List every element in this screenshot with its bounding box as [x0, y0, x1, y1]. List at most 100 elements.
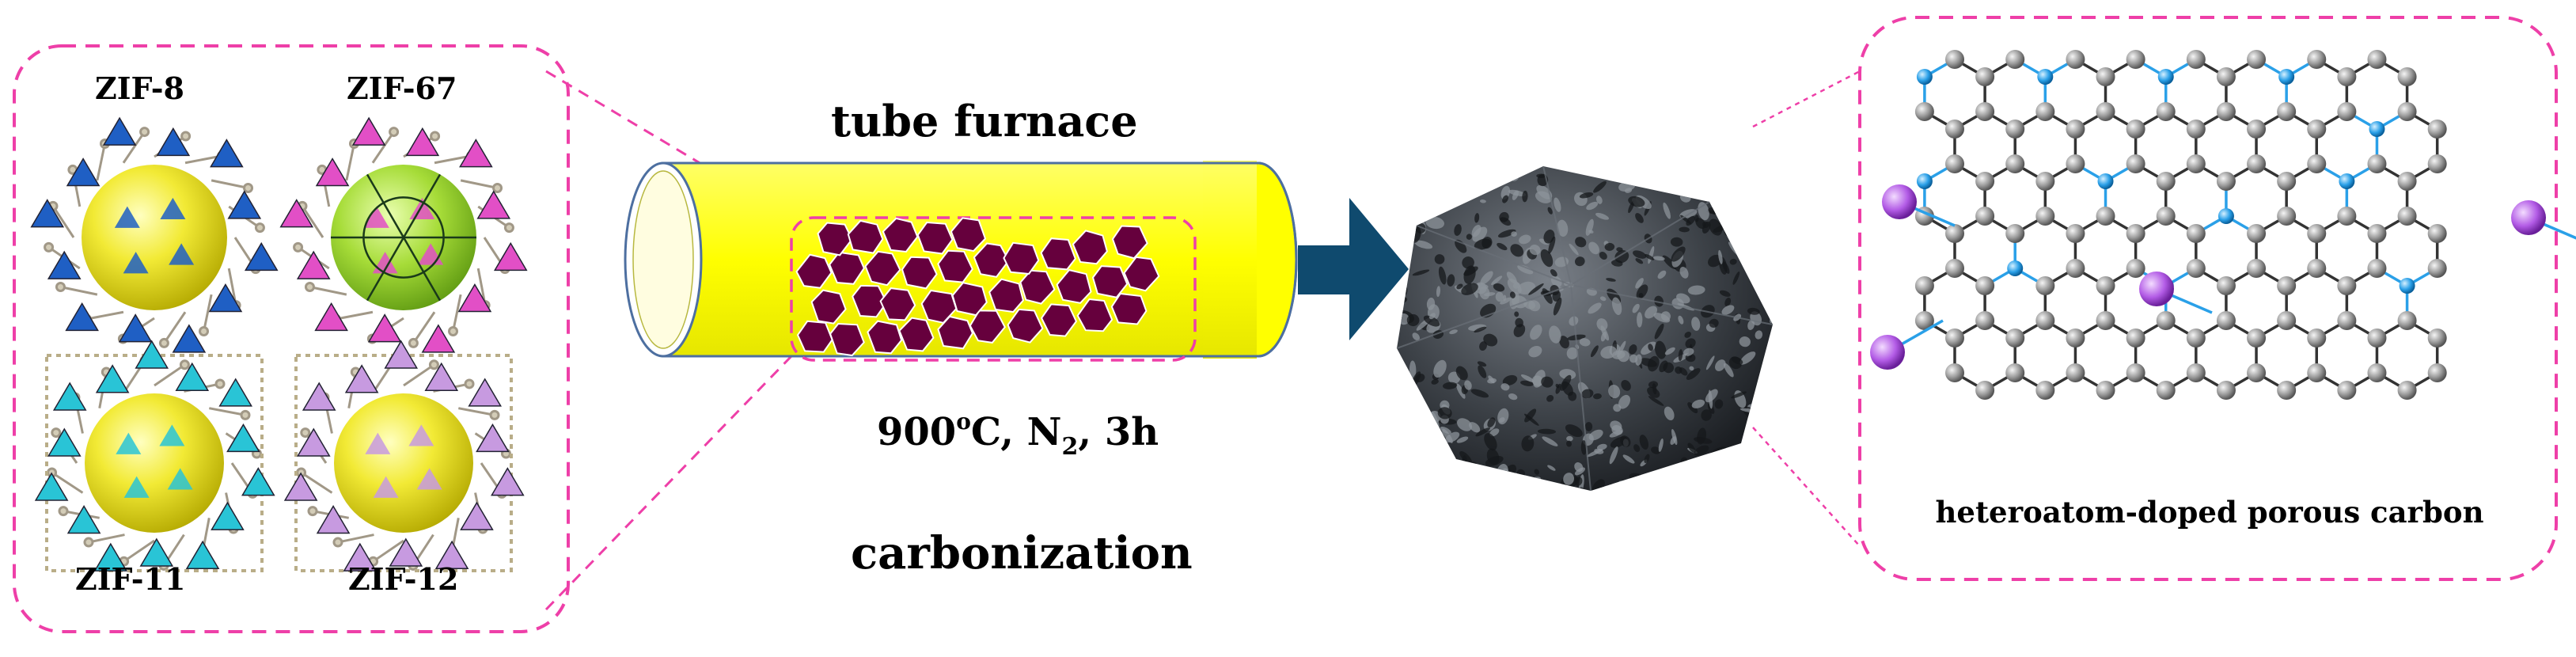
- carbon-atom: [2216, 172, 2236, 191]
- zif-11-label: ZIF-11: [75, 561, 185, 597]
- carbon-atom: [2367, 259, 2387, 278]
- mof-particle: [916, 221, 954, 255]
- carbon-atom: [2035, 102, 2055, 121]
- carbon-atom: [2277, 207, 2297, 226]
- tetrahedron-node: [384, 340, 419, 369]
- carbon-atom: [1975, 102, 1995, 121]
- zif-11-structure: [34, 340, 275, 572]
- tetrahedron-node: [66, 505, 101, 534]
- carbon-atom: [2367, 50, 2387, 69]
- process-arrow: [1298, 198, 1409, 340]
- carbon-atom: [1945, 154, 1964, 173]
- carbon-atom: [2367, 363, 2387, 382]
- carbon-atom: [2337, 311, 2357, 330]
- tetrahedron-node: [459, 139, 493, 168]
- tetrahedron-node: [30, 199, 65, 228]
- mof-particle: [795, 253, 833, 289]
- dopant-atom: [2511, 200, 2546, 235]
- carbon-atom: [1945, 259, 1964, 278]
- carbon-atom: [2096, 276, 2115, 295]
- furnace-conditions: 900oC, N2, 3h: [877, 408, 1159, 461]
- tetrahedron-node: [468, 378, 503, 407]
- mof-particle: [882, 217, 919, 253]
- tetrahedron-node: [493, 241, 528, 272]
- mof-particle: [937, 249, 973, 283]
- mof-particle: [1019, 269, 1056, 305]
- mof-particle: [1056, 268, 1092, 304]
- carbon-atom: [2397, 102, 2417, 121]
- tetrahedron-node: [185, 540, 220, 570]
- carbon-atom: [1945, 328, 1964, 347]
- mof-particle: [1040, 237, 1076, 271]
- carbon-atom: [2337, 102, 2357, 121]
- heteroatom: [1916, 69, 1933, 85]
- carbon-atom: [2277, 172, 2297, 191]
- carbon-atom: [1945, 120, 1964, 139]
- carbon-atom: [2126, 328, 2145, 347]
- carbon-atom: [2066, 363, 2085, 382]
- tetrahedron-node: [297, 427, 331, 457]
- carbon-atom: [2247, 259, 2267, 278]
- carbon-atom: [2307, 363, 2327, 382]
- carbon-atom: [1914, 102, 1934, 121]
- tetrahedron-node: [476, 190, 511, 219]
- carbon-atom: [2397, 207, 2417, 226]
- carbon-atom: [2005, 328, 2025, 347]
- carbon-atom: [2216, 102, 2236, 121]
- mof-particle: [950, 217, 987, 253]
- zif-12-label: ZIF-12: [348, 561, 458, 597]
- tetrahedron-node: [210, 139, 244, 168]
- mof-particle: [810, 289, 847, 325]
- carbon-atom: [2337, 207, 2357, 226]
- carbon-atom: [2307, 224, 2327, 243]
- tetrahedron-node: [52, 382, 87, 411]
- heteroatom: [2037, 69, 2054, 85]
- carbon-atom: [2066, 224, 2085, 243]
- carbon-atom: [2156, 381, 2176, 400]
- carbon-atom: [2186, 224, 2206, 243]
- carbon-atom: [2035, 172, 2055, 191]
- tetrahedron-node: [434, 540, 469, 570]
- heteroatom: [2157, 69, 2174, 85]
- carbon-atom: [2427, 154, 2447, 173]
- tetrahedron-node: [316, 505, 351, 534]
- carbon-zoom-line-top: [1752, 70, 1861, 128]
- dopant-atom: [1870, 335, 1905, 370]
- tetrahedron-node: [344, 364, 379, 393]
- porous-carbon-particle: [1396, 165, 1774, 492]
- carbon-atom: [2277, 276, 2297, 295]
- tetrahedron-node: [244, 241, 279, 272]
- tetrahedron-node: [367, 313, 402, 343]
- carbon-atom: [2066, 120, 2085, 139]
- carbon-atom: [1975, 381, 1995, 400]
- carbon-atom: [2126, 50, 2145, 69]
- tetrahedron-node: [283, 472, 318, 501]
- carbon-atom: [2156, 207, 2176, 226]
- carbon-panel-border: [1858, 16, 2558, 581]
- mof-particle: [1110, 292, 1148, 325]
- heteroatom: [2369, 121, 2385, 137]
- carbon-atom: [2096, 311, 2115, 330]
- tetrahedron-node: [405, 127, 440, 157]
- carbon-atom: [2035, 311, 2055, 330]
- zif-67-structure: [279, 116, 528, 353]
- tetrahedron-node: [211, 501, 245, 530]
- doped-graphene-lattice: [1870, 50, 2576, 400]
- cage-sphere: [85, 393, 224, 533]
- tetrahedron-node: [302, 382, 336, 411]
- mof-particle: [829, 322, 865, 357]
- mof-particle: [1072, 230, 1109, 265]
- carbon-atom: [2066, 259, 2085, 278]
- mof-particle: [1076, 298, 1113, 332]
- carbon-atom: [1975, 67, 1995, 86]
- mof-particle: [1040, 303, 1078, 337]
- carbon-atom: [1975, 311, 1995, 330]
- tetrahedron-node: [389, 537, 423, 567]
- carbon-atom: [1945, 224, 1964, 243]
- tetrahedron-node: [208, 283, 243, 313]
- carbon-atom: [1975, 172, 1995, 191]
- tetrahedron-node: [175, 362, 210, 392]
- carbon-atom: [2126, 154, 2145, 173]
- tetrahedron-node: [47, 250, 82, 279]
